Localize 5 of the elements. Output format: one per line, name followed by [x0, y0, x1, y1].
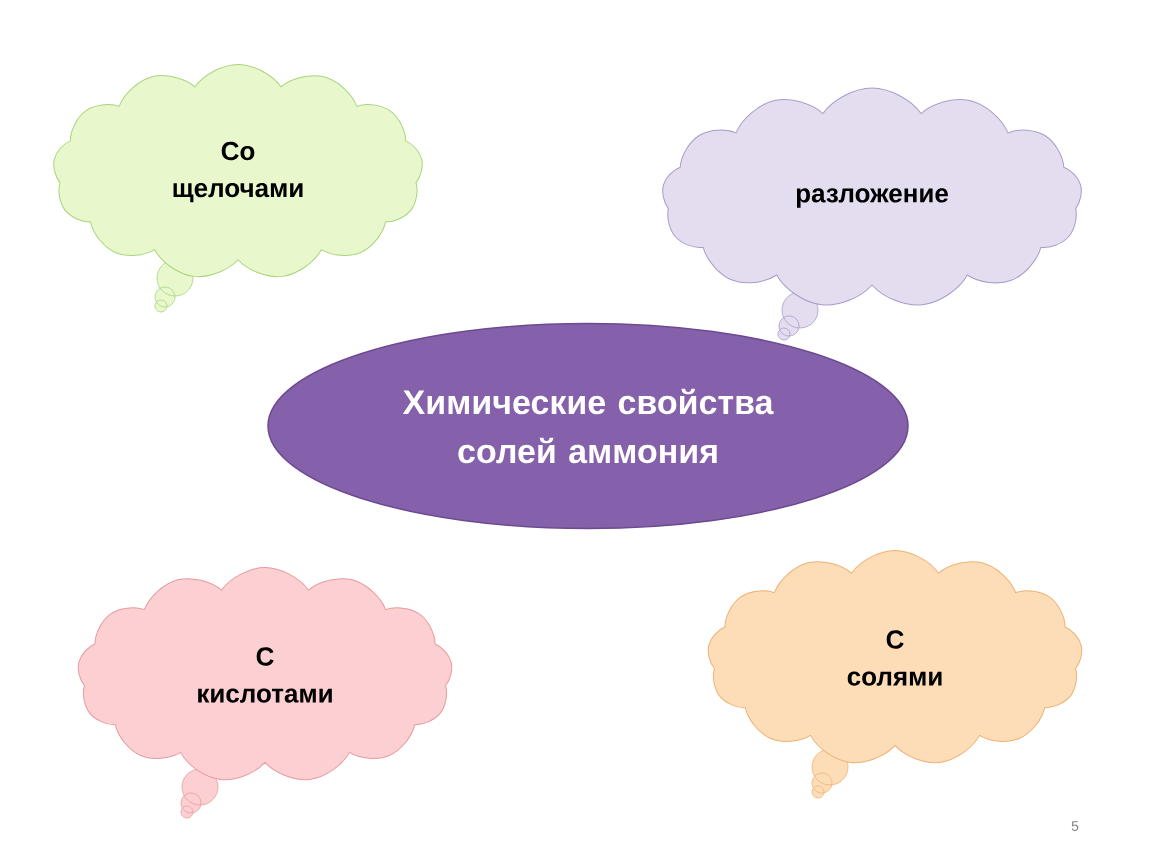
thought-cloud: С кислотами	[77, 567, 453, 781]
thought-cloud: разложение	[662, 87, 1082, 306]
thought-cloud: С солями	[707, 550, 1083, 764]
page-number: 5	[1071, 821, 1079, 831]
thought-cloud: Со щелочами	[53, 64, 423, 278]
